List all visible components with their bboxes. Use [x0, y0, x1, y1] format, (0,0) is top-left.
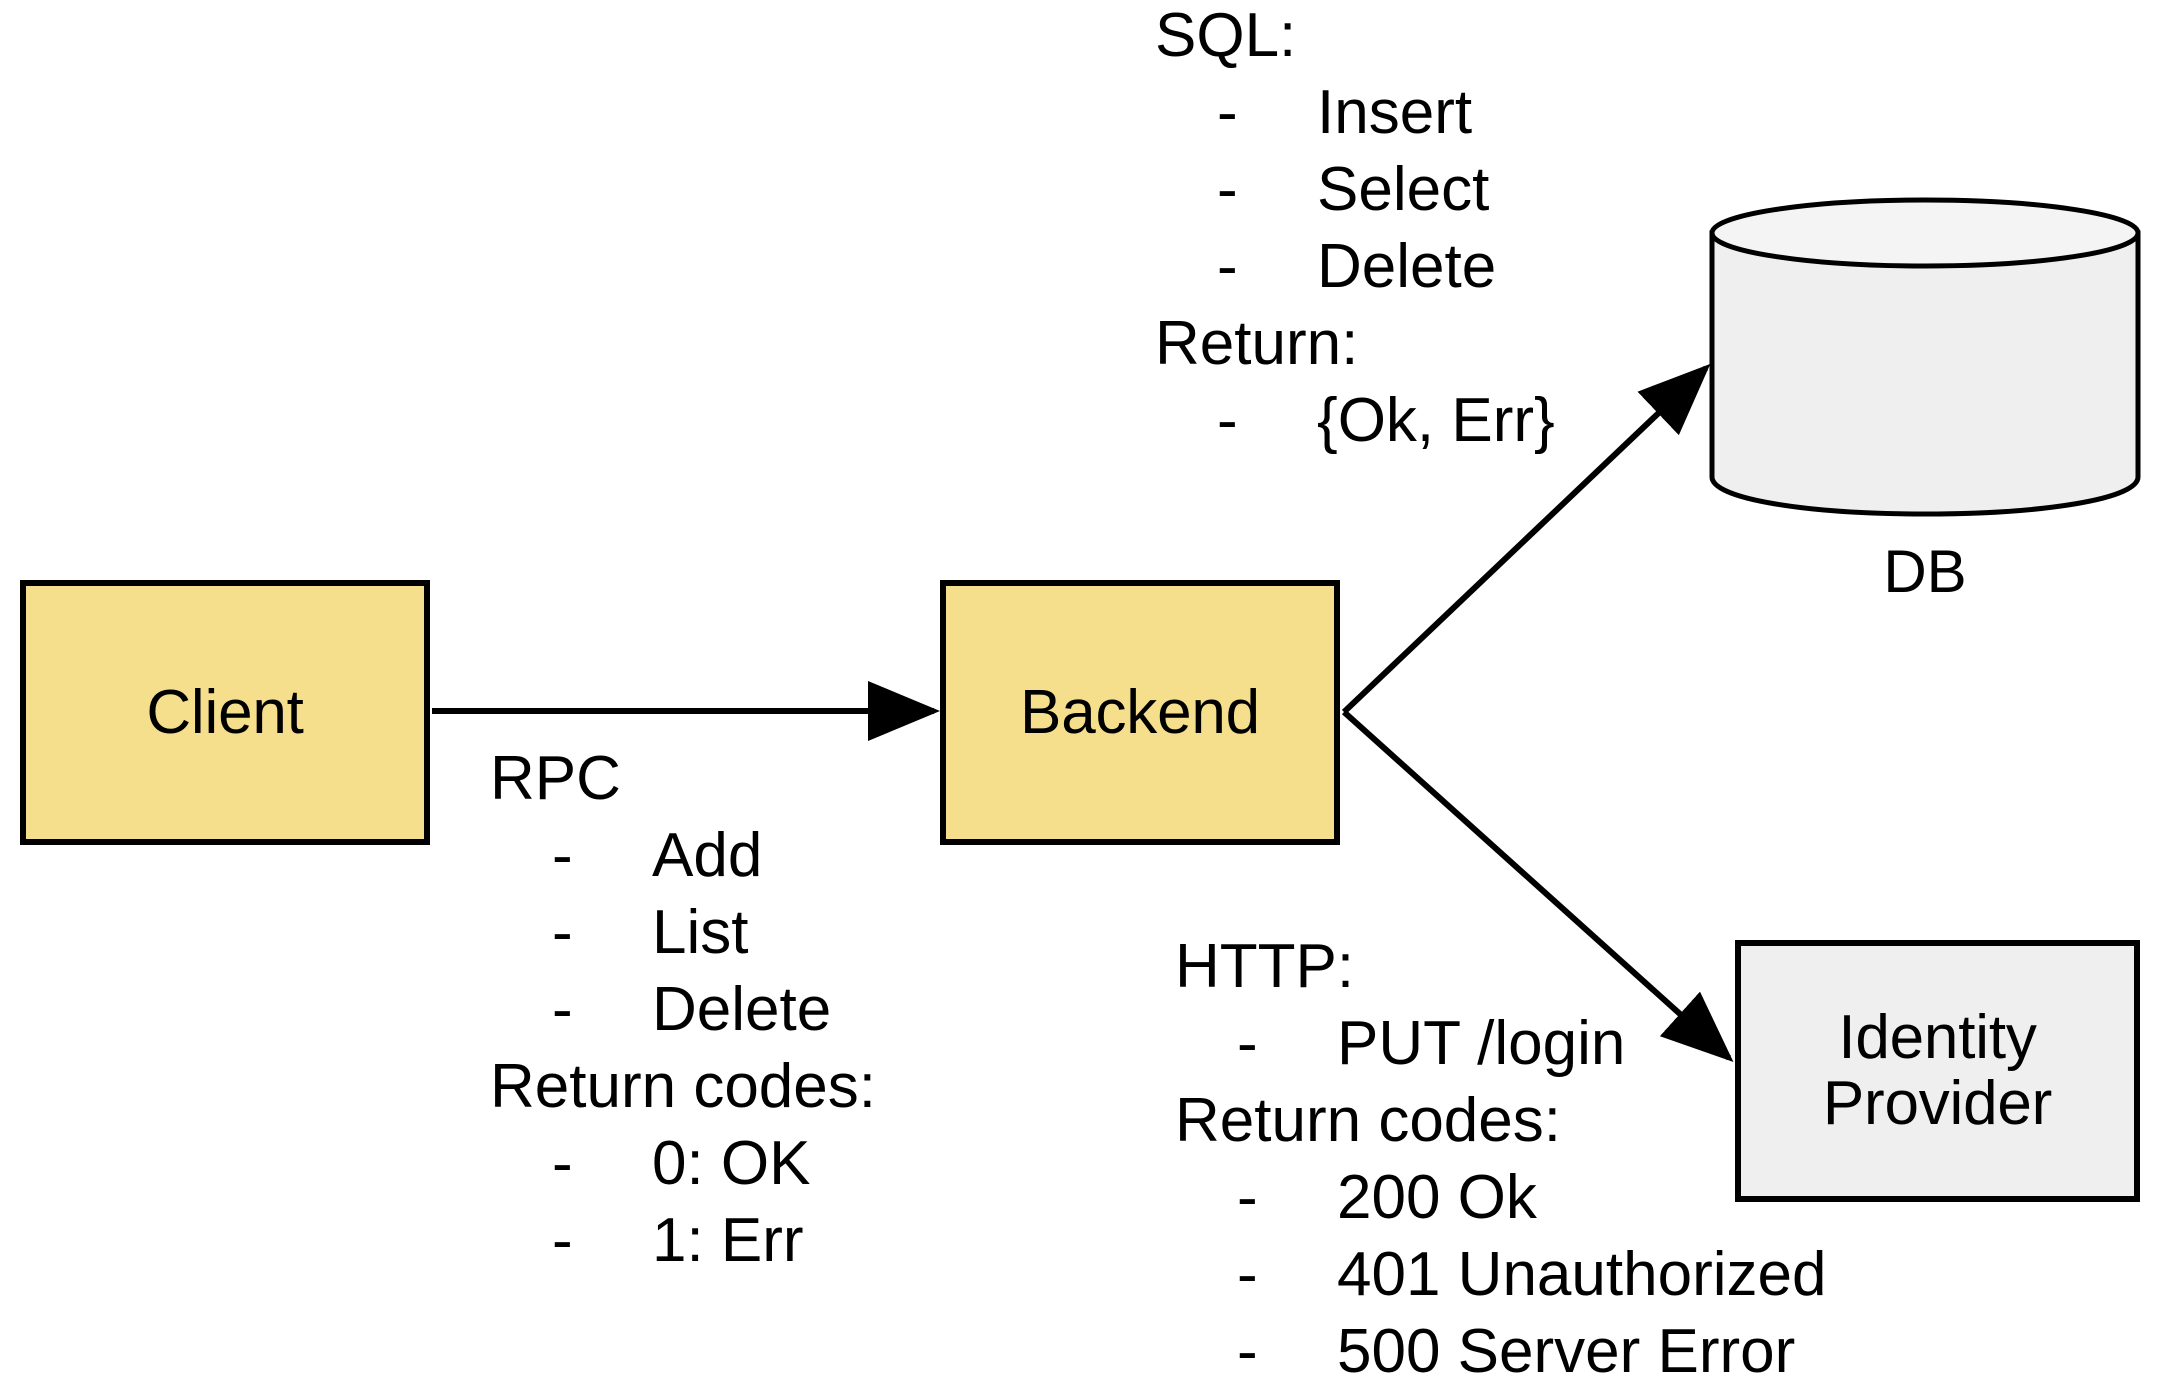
annotation-rpc-item: - List — [490, 894, 876, 971]
annotation-http-item-text: PUT /login — [1337, 1009, 1626, 1078]
annotation-http-return-heading: Return codes: — [1175, 1086, 1561, 1155]
annotation-rpc-item: - Delete — [490, 971, 876, 1048]
annotation-sql-item-text: Delete — [1317, 232, 1497, 301]
node-client-label: Client — [146, 677, 304, 747]
annotation-http-return-item-text: 500 Server Error — [1337, 1317, 1796, 1386]
database-cylinder-icon — [1709, 197, 2141, 517]
node-client[interactable]: Client — [20, 580, 430, 845]
bullet-dash: - — [1217, 232, 1238, 301]
annotation-http-return-item: - 401 Unauthorized — [1175, 1236, 1826, 1313]
node-backend-label: Backend — [1020, 677, 1260, 747]
bullet-dash: - — [552, 975, 573, 1044]
node-identity-provider[interactable]: Identity Provider — [1735, 940, 2140, 1202]
node-db[interactable]: DB — [1705, 192, 2145, 605]
annotation-rpc: RPC - Add - List - Delete Return codes: - 0:… — [490, 740, 876, 1279]
bullet-dash: - — [1237, 1317, 1258, 1386]
bullet-dash: - — [1217, 78, 1238, 147]
annotation-rpc-item-text: Add — [652, 821, 763, 890]
annotation-http-return-item-text: 401 Unauthorized — [1337, 1240, 1827, 1309]
annotation-rpc-item-text: Delete — [652, 975, 832, 1044]
node-identity-provider-label-line1: Identity — [1838, 1003, 2037, 1073]
annotation-rpc-return-item: - 1: Err — [490, 1202, 876, 1279]
annotation-rpc-return-heading: Return codes: — [490, 1052, 876, 1121]
node-identity-provider-label: Identity Provider — [1823, 1005, 2052, 1136]
bullet-dash: - — [1237, 1163, 1258, 1232]
node-identity-provider-label-line2: Provider — [1822, 1069, 2053, 1138]
annotation-http: HTTP: -PUT /login Return codes: -200 Ok … — [1175, 928, 1826, 1390]
bullet-dash: - — [552, 1129, 573, 1198]
bullet-dash: - — [1217, 155, 1238, 224]
annotation-rpc-return-item-text: 0: OK — [652, 1129, 811, 1198]
annotation-sql-return-heading: Return: — [1155, 309, 1359, 378]
annotation-sql-return-item: - {Ok, Err} — [1155, 382, 1555, 459]
annotation-rpc-return-item-text: 1: Err — [652, 1206, 804, 1275]
annotation-http-return-item: - 500 Server Error — [1175, 1313, 1826, 1390]
annotation-http-heading: HTTP: — [1175, 932, 1355, 1001]
bullet-dash: - — [552, 898, 573, 967]
annotation-sql-item-text: Insert — [1317, 78, 1473, 147]
bullet-dash: - — [1237, 1009, 1258, 1078]
annotation-sql-item-text: Select — [1317, 155, 1490, 224]
annotation-sql: SQL: - Insert - Select - Delete Return: - {O… — [1155, 0, 1555, 459]
node-backend[interactable]: Backend — [940, 580, 1340, 845]
bullet-dash: - — [552, 1206, 573, 1275]
annotation-sql-item: - Insert — [1155, 74, 1555, 151]
annotation-http-return-item: - 200 Ok — [1175, 1159, 1826, 1236]
annotation-rpc-heading: RPC — [490, 744, 621, 813]
bullet-dash: - — [1237, 1240, 1258, 1309]
annotation-sql-return-item-text: {Ok, Err} — [1317, 386, 1555, 455]
bullet-dash: - — [552, 821, 573, 890]
annotation-sql-heading: SQL: — [1155, 1, 1297, 70]
annotation-http-return-item-text: 200 Ok — [1337, 1163, 1537, 1232]
annotation-rpc-return-item: - 0: OK — [490, 1125, 876, 1202]
annotation-http-item: - PUT /login — [1175, 1005, 1826, 1082]
annotation-rpc-item-text: List — [652, 898, 749, 967]
annotation-rpc-item: - Add — [490, 817, 876, 894]
annotation-sql-item: - Select — [1155, 151, 1555, 228]
annotation-sql-item: - Delete — [1155, 228, 1555, 305]
node-db-label: DB — [1883, 538, 1967, 605]
bullet-dash: - — [1217, 386, 1238, 455]
